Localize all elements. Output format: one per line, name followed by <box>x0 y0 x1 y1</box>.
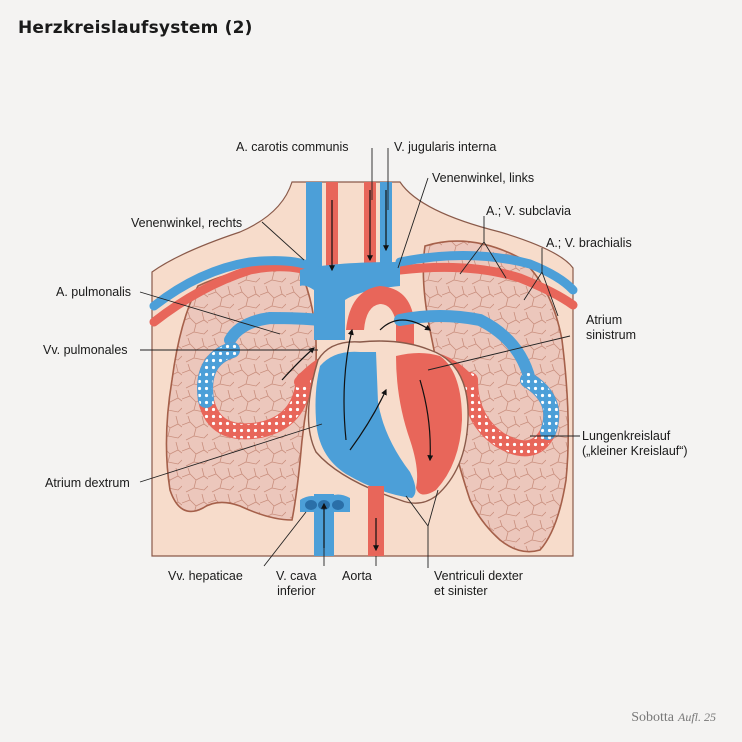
label-atrium-sinistrum: Atrium sinistrum <box>586 313 636 343</box>
jugular-vein-right <box>306 182 322 282</box>
pulmonary-artery-left <box>394 310 536 386</box>
label-atrium-dextrum: Atrium dextrum <box>45 476 130 490</box>
label-ventriculi-line1: Ventriculi dexter <box>434 569 523 583</box>
label-venenwinkel-rechts: Venenwinkel, rechts <box>131 216 243 230</box>
label-ventriculi-line2: et sinister <box>434 584 488 598</box>
label-jugularis: V. jugularis interna <box>394 140 497 154</box>
label-pulmonalis: A. pulmonalis <box>56 285 132 299</box>
right-heart <box>315 351 416 498</box>
label-vv-pulmonales: Vv. pulmonales <box>43 343 128 357</box>
subclavian-artery-left <box>395 262 578 310</box>
label-lungenkreislauf-line2: („kleiner Kreislauf“) <box>582 444 688 458</box>
label-vena-cava-inferior: V. cava inferior <box>276 569 317 599</box>
label-atrium-sinistrum-line2: sinistrum <box>586 328 637 342</box>
label-vv-hepaticae: Vv. hepaticae <box>168 569 243 583</box>
leader-lines <box>139 148 580 568</box>
label-cava-line2: inferior <box>277 584 316 598</box>
label-aorta: Aorta <box>342 569 372 583</box>
subclavian-vein-right <box>149 256 315 311</box>
footer-brand: Sobotta <box>631 710 674 725</box>
label-cava-line1: V. cava <box>276 569 317 583</box>
pulmonary-artery-right <box>224 311 326 346</box>
label-atrium-sinistrum-line1: Atrium <box>586 313 623 327</box>
subclavian-vein-left <box>395 251 578 295</box>
page-title: Herzkreislaufsystem (2) <box>18 18 253 38</box>
label-lungenkreislauf-line1: Lungenkreislauf <box>582 429 671 443</box>
footer: Sobotta Aufl. 25 <box>631 710 716 726</box>
label-carotis: A. carotis communis <box>236 140 349 154</box>
lung-right <box>165 267 317 521</box>
label-brachialis: A.; V. brachialis <box>546 236 632 250</box>
label-ventriculi: Ventriculi dexter et sinister <box>434 569 523 599</box>
label-lungenkreislauf: Lungenkreislauf („kleiner Kreislauf“) <box>582 429 688 459</box>
flow-arrows <box>281 190 434 552</box>
label-venenwinkel-links: Venenwinkel, links <box>432 171 535 185</box>
label-subclavia: A.; V. subclavia <box>486 204 572 218</box>
footer-edition: Aufl. 25 <box>678 710 716 724</box>
